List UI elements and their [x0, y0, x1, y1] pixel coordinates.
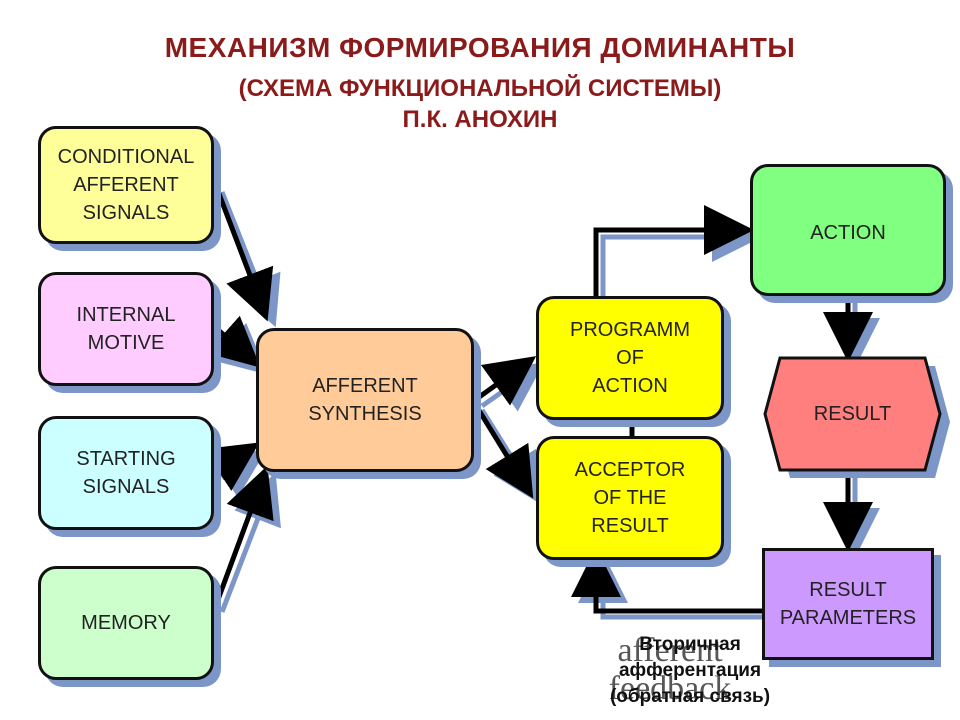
arrow-shadow [600, 212, 762, 302]
result-hexagon [763, 356, 942, 472]
arrow-memory-to-synthesis [213, 465, 274, 606]
action-box: ACTION [750, 164, 946, 296]
conditional-afferent-signals-box: CONDITIONAL AFFERENT SIGNALS [38, 126, 214, 244]
page-subtitle: (СХЕМА ФУНКЦИОНАЛЬНОЙ СИСТЕМЫ) [238, 75, 722, 102]
page-author: П.К. АНОХИН [402, 106, 558, 133]
arrow-shadow [479, 408, 542, 505]
arrow-parameters-to-acceptor [571, 547, 762, 614]
result-parameters-box: RESULT PARAMETERS [762, 548, 934, 660]
acceptor-of-result-box: ACCEPTOR OF THE RESULT [536, 436, 724, 560]
caption-afferent-feedback: afferent feedback [608, 632, 732, 707]
programm-of-action-box: PROGRAMM OF ACTION [536, 296, 724, 420]
arrow-synthesis-to-program [473, 356, 537, 406]
arrow-program-to-action [593, 205, 754, 296]
page-title: МЕХАНИЗМ ФОРМИРОВАНИЯ ДОМИНАНТЫ [164, 32, 796, 63]
caption-secondary-afferentation: Вторичная афферентация (обратная связь) [609, 634, 771, 707]
result-label: RESULT [813, 402, 892, 425]
arrow-synthesis-to-acceptor [472, 402, 534, 499]
arrow-shadow [219, 191, 281, 328]
memory-box: MEMORY [38, 566, 214, 680]
arrow-shadow [219, 472, 281, 613]
afferent-synthesis-box: AFFERENT SYNTHESIS [256, 328, 474, 472]
arrow-conditional-to-synthesis [213, 185, 274, 322]
arrow-motive-to-synthesis [206, 315, 261, 368]
internal-motive-box: INTERNAL MOTIVE [38, 272, 214, 386]
arrow-starting-to-synthesis [203, 442, 260, 491]
starting-signals-box: STARTING SIGNALS [38, 416, 214, 530]
